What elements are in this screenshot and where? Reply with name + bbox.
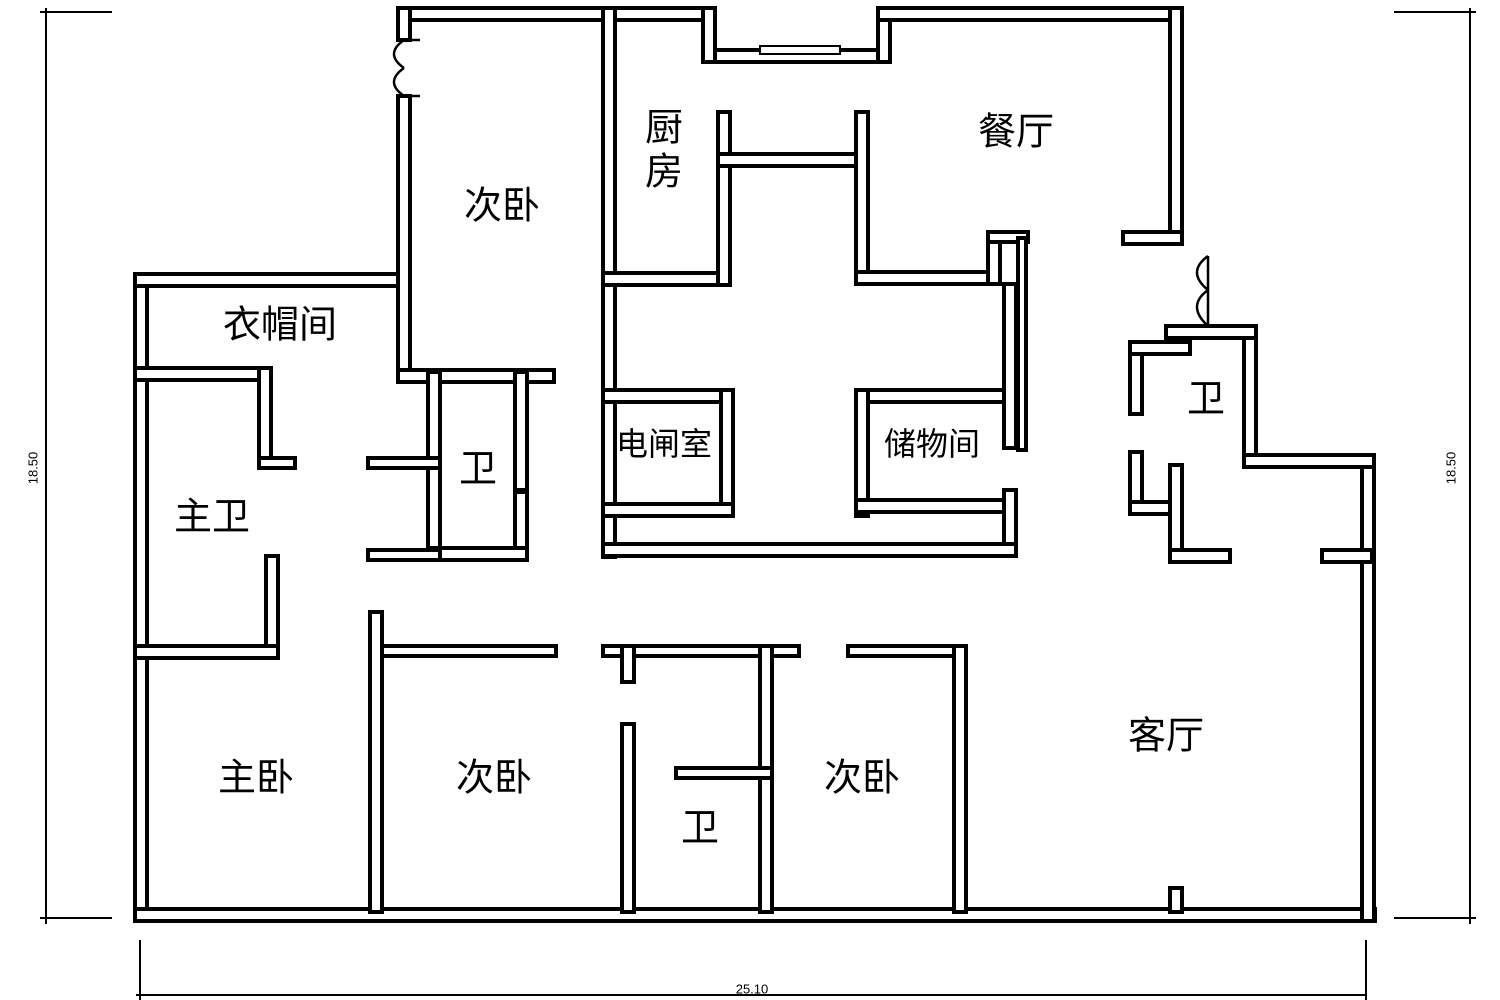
room-electrical-room: 电闸室 xyxy=(616,425,712,463)
wall-corridor-south-a xyxy=(368,644,558,658)
wall-bath-c-south xyxy=(426,546,529,562)
wall-store-south xyxy=(854,498,1018,514)
wall-living-closet-west xyxy=(1168,463,1184,563)
wall-bedroom-south xyxy=(396,368,556,384)
wall-living-west xyxy=(952,644,968,914)
wall-store-north xyxy=(854,388,1018,404)
wall-kitchen-east xyxy=(716,110,732,287)
room-cloakroom: 衣帽间 xyxy=(223,303,337,347)
door-east-entry xyxy=(1195,254,1210,327)
wall-master-bath-stub xyxy=(257,456,297,470)
wall-east-entry xyxy=(1164,324,1258,340)
wall-core-east-long xyxy=(1016,236,1028,452)
wall-dining-south xyxy=(854,270,1002,286)
wall-core-south xyxy=(601,542,1018,558)
wall-corridor-west xyxy=(368,610,384,914)
room-master-bath: 主卫 xyxy=(174,495,250,539)
dimension-height-right: 18.50 xyxy=(1443,452,1458,485)
room-bath-center: 卫 xyxy=(459,447,497,491)
wall-bedroom-west xyxy=(396,94,412,382)
dimension-width-bottom: 25.10 xyxy=(736,981,769,996)
room-bath-east: 卫 xyxy=(1187,377,1225,421)
wall-east-step xyxy=(1121,230,1184,246)
wall-core-east-top xyxy=(854,110,870,286)
wall-north-dining xyxy=(876,6,1184,22)
wall-elec-east xyxy=(719,388,735,518)
wall-north-bay-left xyxy=(701,6,717,64)
wall-bath-s-partition xyxy=(674,766,774,780)
wall-living-closet-south xyxy=(1168,548,1232,564)
wall-master-bath-east-top xyxy=(257,366,273,468)
wall-east-bath-outer xyxy=(1242,336,1258,460)
wall-living-closet-stub xyxy=(1320,548,1374,564)
room-dining-room: 餐厅 xyxy=(978,110,1054,154)
room-second-bedroom-north: 次卧 xyxy=(464,184,540,228)
room-kitchen-line1: 厨 xyxy=(645,106,683,150)
wall-east xyxy=(1360,453,1376,923)
wall-bedroom-door-jamb xyxy=(396,6,412,42)
wall-bath-s-stub xyxy=(620,644,636,684)
wall-living-stub xyxy=(1168,886,1184,914)
wall-kitchen-south xyxy=(601,271,725,287)
wall-corridor-south-b xyxy=(601,644,801,658)
room-second-bedroom-south-left: 次卧 xyxy=(456,756,532,800)
dimension-lines xyxy=(40,8,1476,1000)
doors xyxy=(392,38,1210,327)
walls xyxy=(133,6,1377,923)
wall-master-bath-east-bottom xyxy=(264,554,280,660)
wall-store-east-top xyxy=(1002,282,1018,450)
room-living-room: 客厅 xyxy=(1128,714,1204,758)
room-kitchen-line2: 房 xyxy=(645,150,683,194)
door-north-bedroom xyxy=(392,38,420,98)
wall-master-bath-south xyxy=(133,644,280,660)
wall-bath-c-stub-s xyxy=(366,548,442,562)
wall-east-dining xyxy=(1168,6,1184,246)
wall-bath-c-east xyxy=(513,370,529,492)
wall-north-bedroom xyxy=(396,6,616,22)
wall-bath-c-stub-n xyxy=(366,456,442,470)
wall-bath-s-west xyxy=(620,722,636,914)
wall-store-west xyxy=(854,388,870,518)
room-master-bedroom: 主卧 xyxy=(218,756,294,800)
dimension-height-left: 18.50 xyxy=(25,452,40,485)
wall-east-step2 xyxy=(1242,453,1376,469)
wall-corridor-south-c xyxy=(846,644,968,658)
wall-core-north xyxy=(716,152,870,168)
wall-north-west xyxy=(133,272,409,288)
room-second-bedroom-south-right: 次卧 xyxy=(824,756,900,800)
wall-elec-north xyxy=(601,388,735,404)
wall-south xyxy=(133,907,1377,923)
wall-north-kitchen xyxy=(601,6,715,22)
room-bath-south: 卫 xyxy=(681,806,719,850)
wall-bath-e-north xyxy=(1128,340,1192,356)
wall-cloak-south xyxy=(133,366,273,382)
window-north xyxy=(759,45,841,55)
room-storage-room: 储物间 xyxy=(884,425,980,463)
wall-elec-south xyxy=(601,502,735,518)
